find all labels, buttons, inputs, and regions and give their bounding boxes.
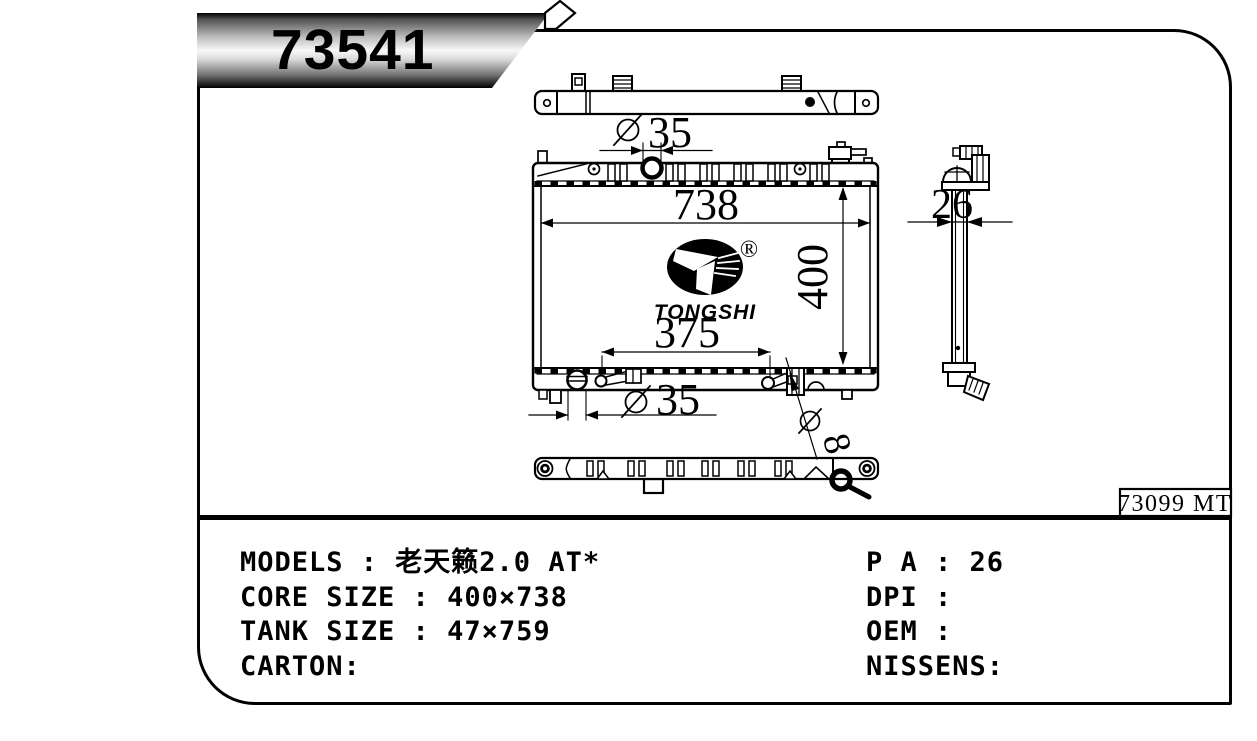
dimension-bottom-outlet-diameter: 35 xyxy=(528,375,717,424)
dimension-top-inlet-diameter: 35 xyxy=(599,108,713,163)
spec-carton: CARTON: xyxy=(240,650,361,682)
diameter-symbol xyxy=(797,407,823,435)
part-number-banner: 73541 xyxy=(197,13,549,88)
dimension-lower-pipe-span: 375 xyxy=(601,308,771,377)
spec-oem: OEM : xyxy=(866,616,953,647)
dim-bottom-outlet-value: 35 xyxy=(656,375,700,424)
spec-nissens: NISSENS: xyxy=(866,650,1005,682)
brand-name: TONGSHI xyxy=(654,301,756,324)
drawing-code-box: 73099 MT xyxy=(1118,487,1233,518)
dim-overall-height: 400 xyxy=(788,244,837,310)
spec-dpi: DPI : xyxy=(866,581,953,613)
spec-tank-size: TANK SIZE : 47×759 xyxy=(240,616,551,647)
part-number: 73541 xyxy=(271,18,435,82)
drawing-code: 73099 MT xyxy=(1118,491,1232,517)
dim-top-inlet-value: 35 xyxy=(648,108,692,157)
dim-lower-pipe-span: 375 xyxy=(654,308,720,357)
dimension-overall-width: 738 xyxy=(540,180,871,229)
dim-drain-hole-value: 8 xyxy=(814,429,859,458)
side-view xyxy=(941,145,991,402)
dim-side-thickness: 26 xyxy=(931,182,973,228)
filler-neck xyxy=(640,156,664,180)
diameter-symbol xyxy=(612,112,644,147)
tongshi-logo: ® TONGSHI xyxy=(654,237,758,324)
section-divider xyxy=(197,515,1232,520)
dimension-side-thickness: 26 xyxy=(907,182,1013,228)
top-bracket-view xyxy=(533,73,880,116)
spec-models: MODELS : 老天籁2.0 AT* xyxy=(240,547,601,578)
spec-panel-right: P A : 26 DPI : OEM : NISSENS: xyxy=(866,546,1004,684)
spec-panel-left: MODELS : 老天籁2.0 AT* CORE SIZE : 400×738 … xyxy=(240,546,600,684)
spec-core-size: CORE SIZE : 400×738 xyxy=(240,581,568,613)
spec-pa: P A : 26 xyxy=(866,547,1005,578)
banner-fold-corner xyxy=(543,0,577,31)
mounting-dot xyxy=(805,97,815,107)
bottom-bracket-view xyxy=(533,456,880,500)
registered-trademark-icon: ® xyxy=(740,237,758,263)
diameter-symbol xyxy=(620,384,652,419)
dim-overall-width: 738 xyxy=(673,180,739,229)
drain-plug xyxy=(829,468,853,492)
dimension-overall-height: 400 xyxy=(788,187,848,365)
